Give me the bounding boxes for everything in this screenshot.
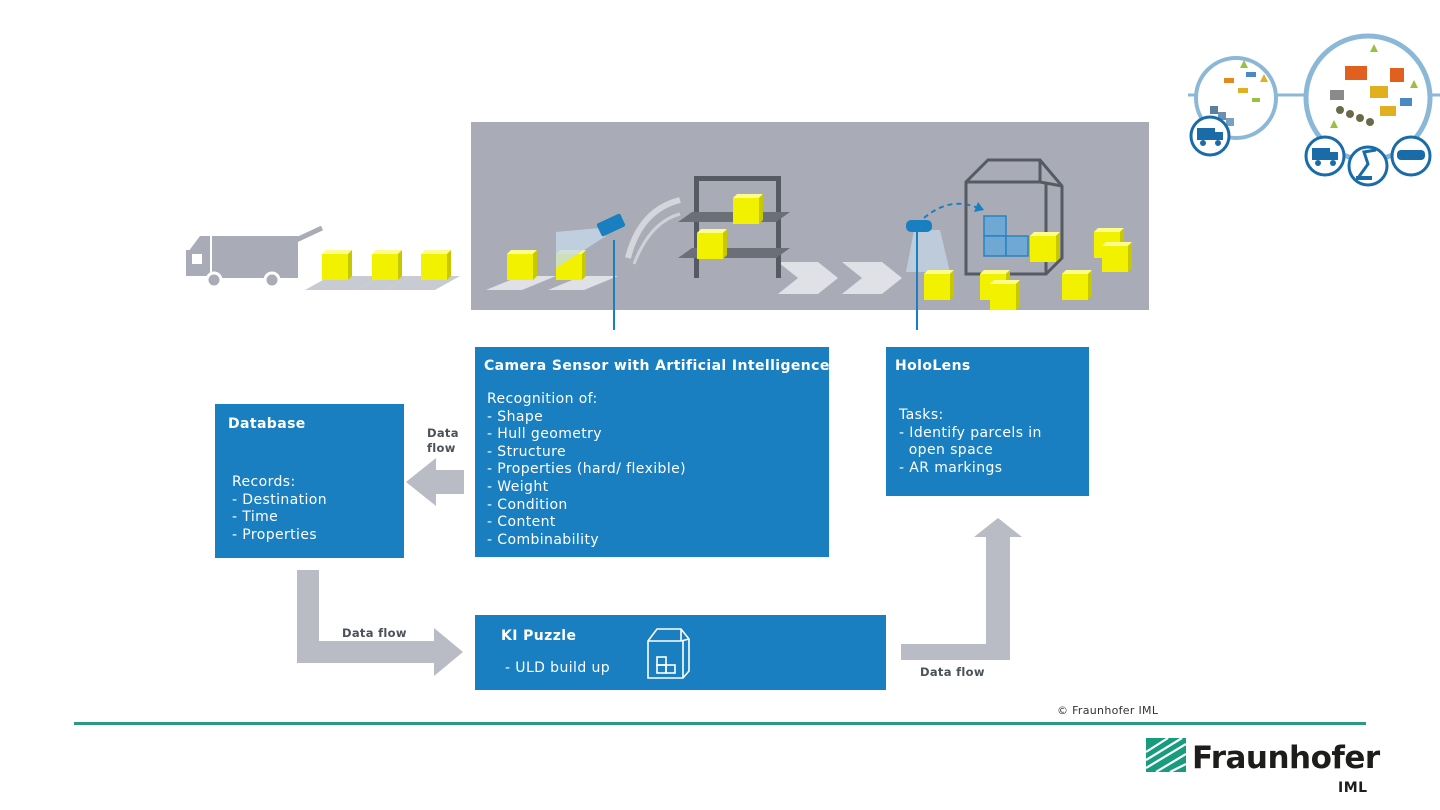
logistics-large-illustration	[1330, 44, 1418, 128]
ki-puzzle-box: KI Puzzle - ULD build up	[475, 615, 886, 690]
camera-icon	[556, 213, 626, 330]
conveyor-inside	[486, 250, 902, 294]
copyright-notice: © Fraunhofer IML	[1057, 704, 1159, 717]
stacked-parcels-blue	[983, 215, 1029, 257]
arrow-camera-to-database	[406, 458, 464, 506]
uld-container-icon	[647, 628, 690, 679]
hololens-title: HoloLens	[895, 358, 971, 374]
hololens-badge-icon	[1390, 135, 1432, 177]
conveyor-outside	[305, 250, 460, 290]
camera-sensor-list: Recognition of: - Shape - Hull geometry …	[487, 391, 686, 549]
flow-label-database-to-puzzle: Data flow	[342, 626, 407, 640]
fraunhofer-logo-mark-icon	[1146, 738, 1186, 772]
truck-badge-icon	[1189, 115, 1231, 157]
list-item: - Weight	[487, 478, 549, 495]
flow-label-camera-to-database: Data flow	[427, 426, 459, 455]
arrow-database-to-puzzle	[297, 570, 463, 676]
warehouse-scene-illustration	[186, 158, 1132, 330]
database-title: Database	[228, 416, 306, 432]
fraunhofer-logo-sub: IML	[1338, 780, 1368, 796]
hololens-box: HoloLens Tasks: - Identify parcels in op…	[886, 347, 1089, 496]
arrow-puzzle-to-hololens	[901, 518, 1022, 660]
list-item: Recognition of:	[487, 391, 598, 407]
ki-puzzle-title: KI Puzzle	[501, 628, 577, 644]
list-item: - Time	[232, 509, 279, 526]
header-decoration	[1188, 33, 1440, 187]
list-item: open space	[899, 442, 994, 459]
list-item: - Properties (hard/ flexible)	[487, 461, 686, 478]
camera-sensor-box: Camera Sensor with Artificial Intelligen…	[475, 347, 829, 557]
footer-divider	[74, 722, 1366, 725]
list-item: - Destination	[232, 491, 328, 508]
list-item: - Hull geometry	[487, 426, 602, 443]
list-item: - Shape	[487, 408, 544, 425]
fraunhofer-logo-text: Fraunhofer	[1192, 740, 1380, 776]
list-item: - Condition	[487, 496, 568, 513]
list-item: - AR markings	[899, 459, 1003, 476]
hololens-task-list: Tasks: - Identify parcels in open space …	[899, 407, 1042, 477]
list-item: - Combinability	[487, 531, 600, 548]
fraunhofer-logo: Fraunhofer IML	[1140, 736, 1380, 806]
database-box: Database Records: - Destination - Time -…	[215, 404, 404, 558]
list-item: - Properties	[232, 526, 318, 543]
list-item: Tasks:	[899, 407, 944, 423]
list-item: - Identify parcels in	[899, 424, 1042, 441]
hololens-icon	[906, 202, 984, 330]
list-item: - Structure	[487, 443, 567, 460]
robot-arm-icon	[1347, 145, 1389, 187]
shelf-icon	[678, 176, 790, 278]
ki-puzzle-description: - ULD build up	[505, 660, 611, 676]
truck-icon	[186, 225, 324, 289]
database-records-list: Records: - Destination - Time - Properti…	[232, 474, 327, 544]
logistics-small-illustration	[1210, 60, 1268, 126]
camera-sensor-title: Camera Sensor with Artificial Intelligen…	[484, 358, 830, 374]
list-item: Records:	[232, 474, 296, 490]
truck-badge-icon-2	[1304, 135, 1346, 177]
flow-label-puzzle-to-hololens: Data flow	[920, 665, 985, 679]
list-item: - Content	[487, 514, 556, 531]
